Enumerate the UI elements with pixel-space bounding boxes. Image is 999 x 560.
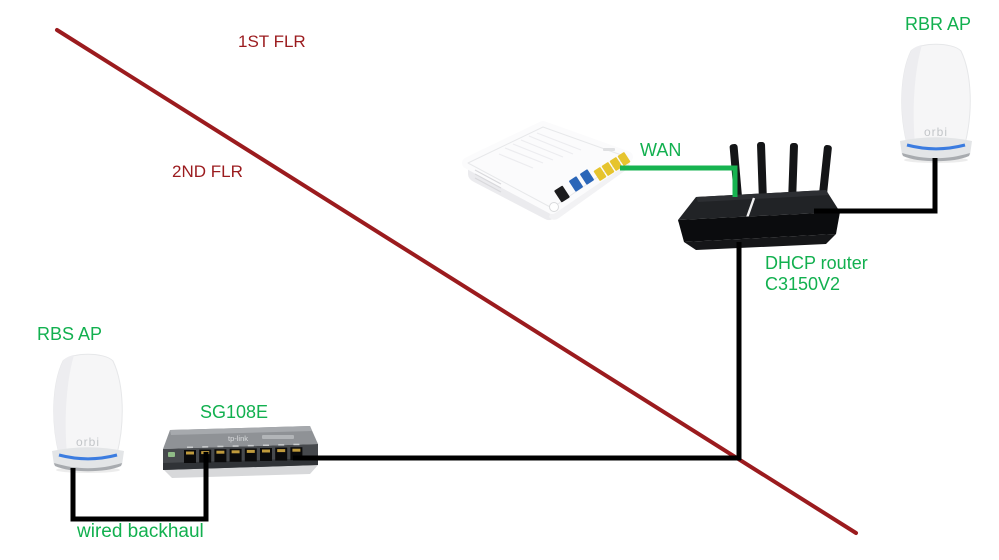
switch-led-label xyxy=(168,452,175,457)
modem-lan-port-yellow xyxy=(593,167,607,181)
device-switch-sg108e: tp-link xyxy=(162,424,320,487)
switch-top-text-mark xyxy=(262,435,294,439)
label-switch-model: SG108E xyxy=(200,402,269,422)
antenna-icon xyxy=(757,141,767,205)
label-rbr-ap: RBR AP xyxy=(905,14,972,34)
label-router-model: C3150V2 xyxy=(765,274,841,294)
orbi-logo: orbi xyxy=(924,125,948,139)
orbi-body-shade xyxy=(53,355,74,454)
modem-button xyxy=(549,202,559,212)
modem-lan-port-yellow xyxy=(609,157,623,171)
modem-logo-mark xyxy=(603,148,615,151)
label-wan: WAN xyxy=(640,140,682,160)
modem-lan-port-yellow xyxy=(617,152,631,166)
switch-graphic: tp-link xyxy=(163,426,318,478)
device-rbr-orbi: orbi xyxy=(886,40,986,169)
rbs-orbi-graphic: orbi xyxy=(52,353,124,473)
rbr-lan-cable xyxy=(814,158,938,214)
modem-phone-port xyxy=(554,185,570,203)
orbi-led-ring xyxy=(906,143,966,151)
device-modem-ont xyxy=(455,118,645,228)
wan-cable xyxy=(620,165,738,197)
label-rbs-ap: RBS AP xyxy=(37,324,103,344)
router-front-face xyxy=(678,212,840,242)
switch-front-lower xyxy=(163,458,318,470)
switch-top-sheen xyxy=(170,426,312,435)
orbi-logo: orbi xyxy=(76,435,100,449)
label-dhcp-router: DHCP router xyxy=(765,253,868,273)
switch-shadow xyxy=(164,465,318,478)
label-1st-flr: 1ST FLR xyxy=(238,32,306,51)
modem-vents xyxy=(474,169,502,193)
floor-divider-line xyxy=(55,28,858,535)
rbs-backhaul-cable xyxy=(70,452,209,522)
label-wired-backhaul: wired backhaul xyxy=(77,521,204,542)
tplink-logo: tp-link xyxy=(228,434,248,443)
device-rbs-orbi: orbi xyxy=(38,350,138,479)
orbi-base-rim xyxy=(902,153,970,162)
antenna-icon xyxy=(818,145,832,205)
rbr-orbi-graphic: orbi xyxy=(900,43,972,163)
router-base xyxy=(684,234,836,250)
modem-ont-graphic xyxy=(462,121,633,221)
modem-blue-port xyxy=(569,176,583,192)
antenna-icon xyxy=(788,142,798,206)
modem-ethernet-ports xyxy=(554,152,631,203)
modem-blue-port xyxy=(580,169,594,185)
label-2nd-flr: 2ND FLR xyxy=(172,162,243,181)
router-top-sheen xyxy=(696,190,829,202)
modem-texture xyxy=(498,132,582,169)
orbi-led-ring xyxy=(58,453,118,461)
orbi-body-shade xyxy=(901,45,922,144)
modem-lan-port-yellow xyxy=(601,162,615,176)
